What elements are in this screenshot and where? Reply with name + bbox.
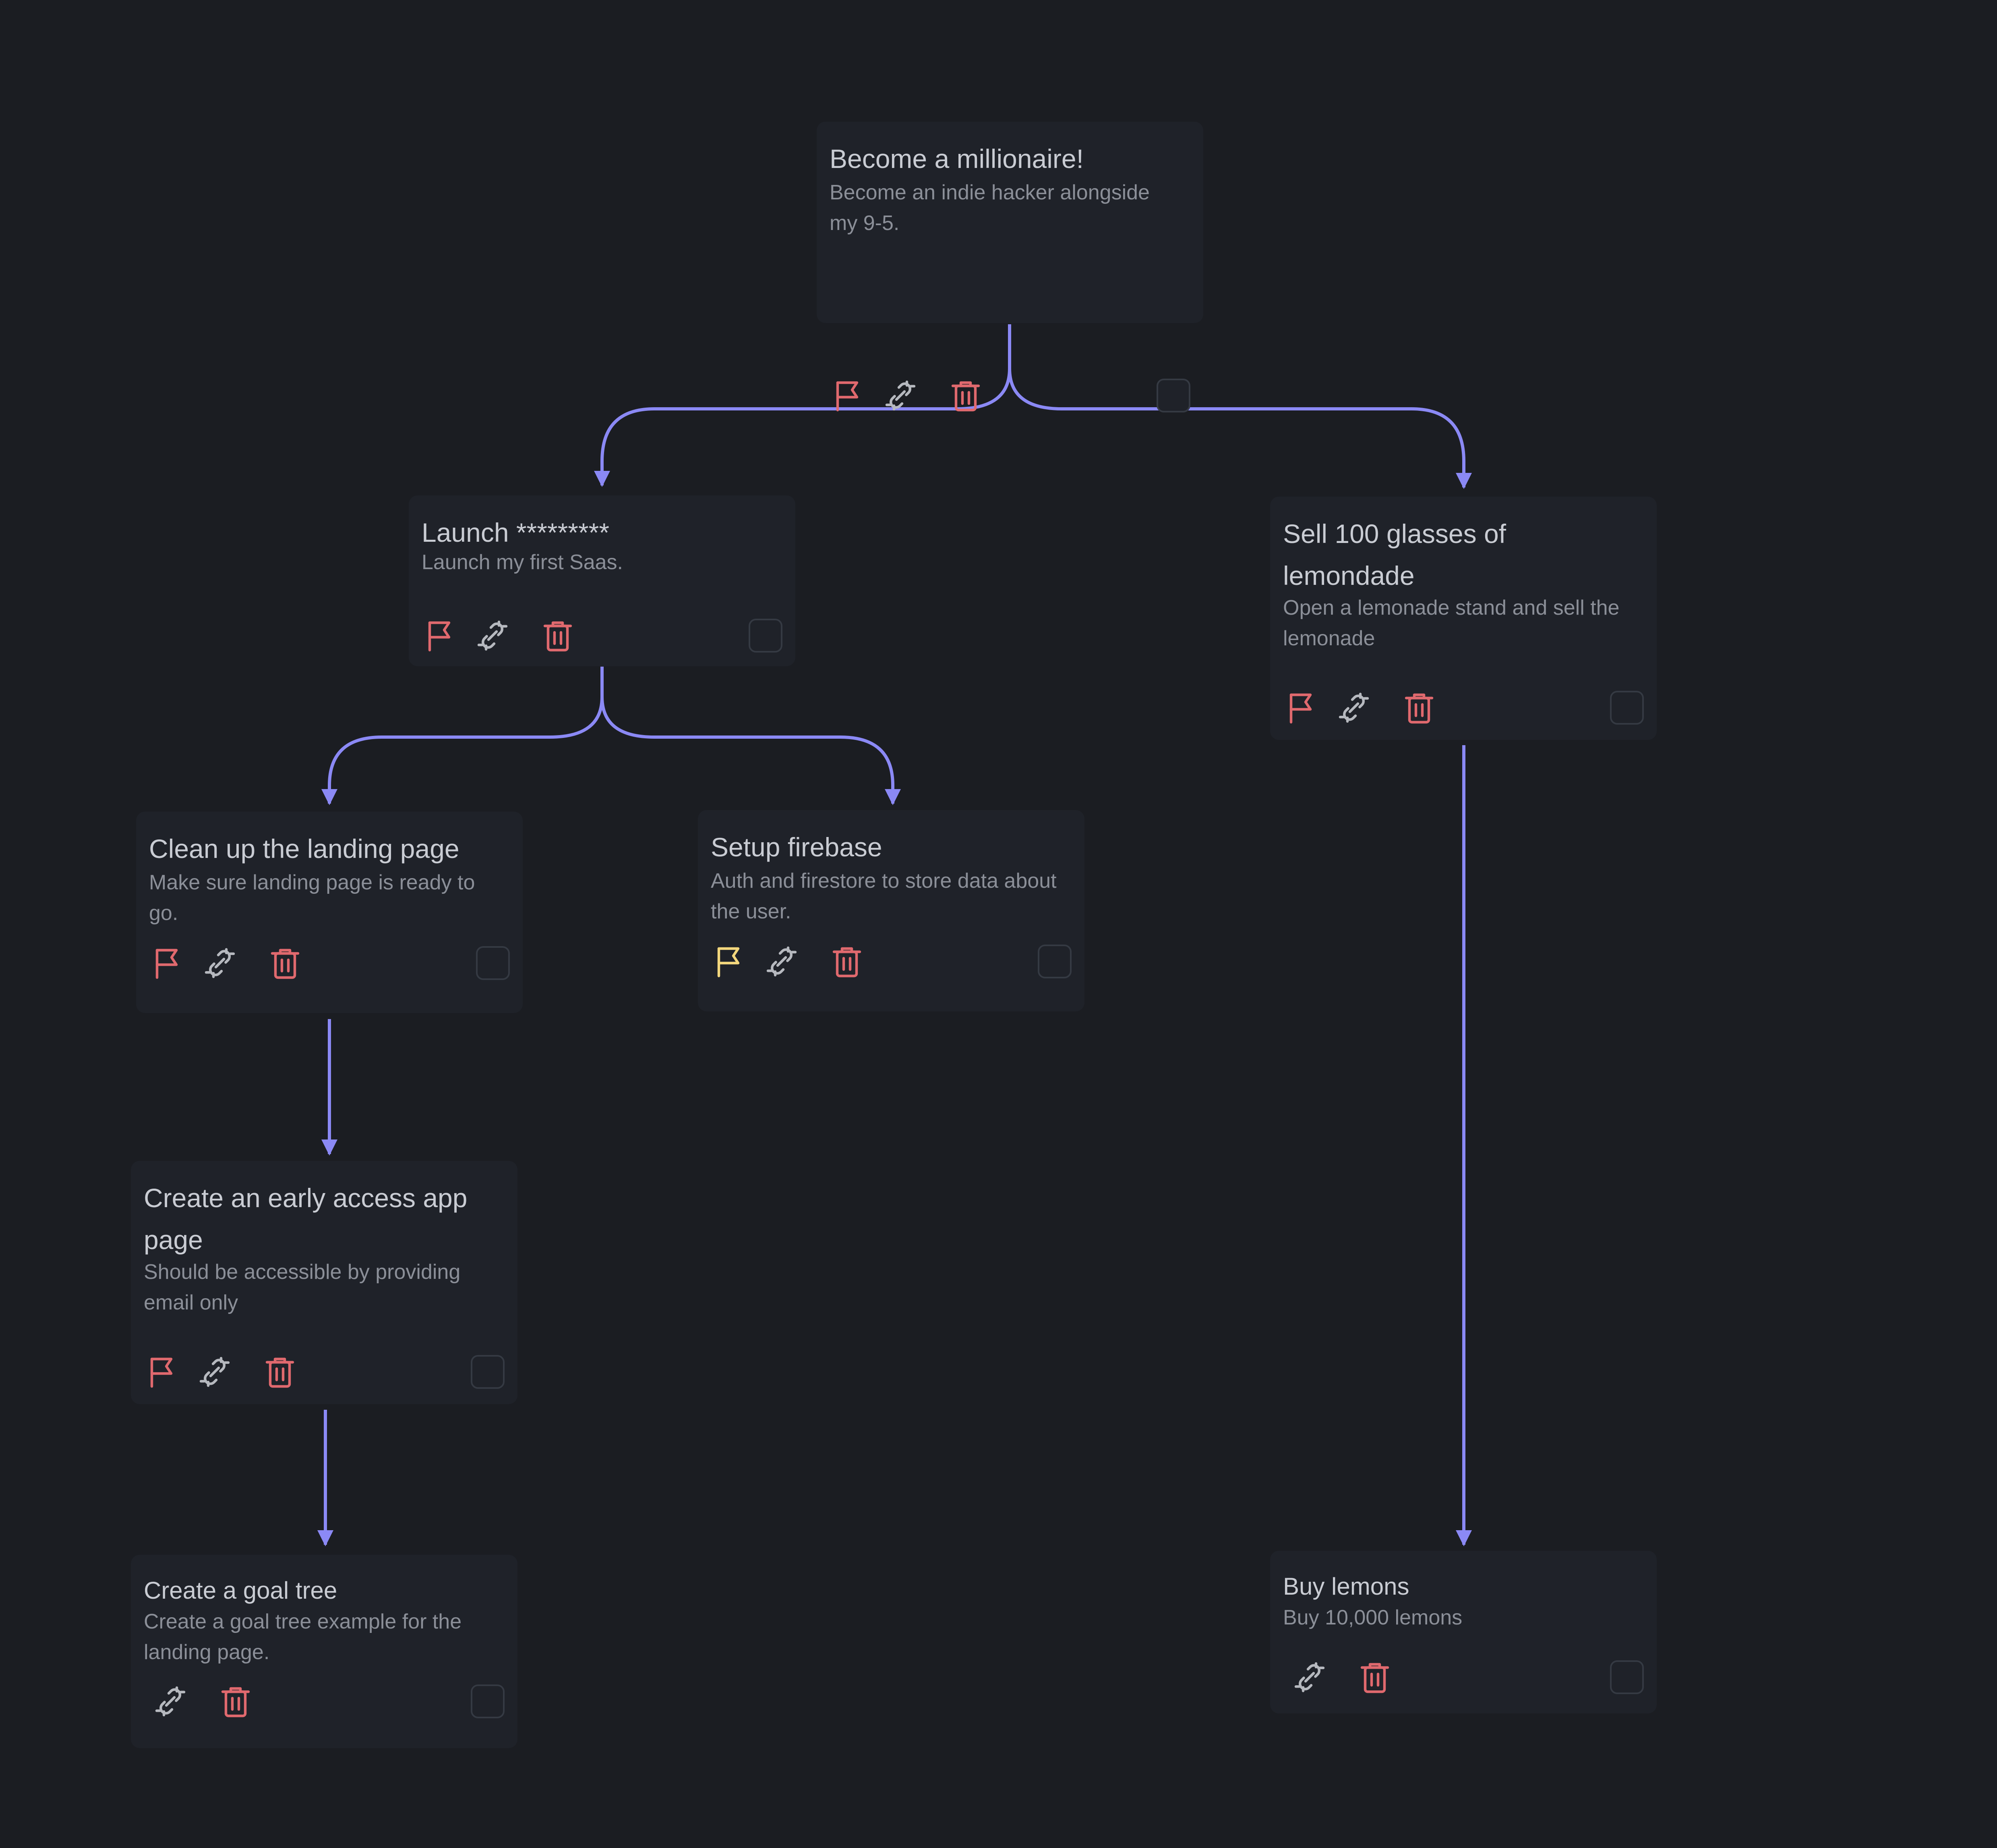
flag-icon[interactable] [422,616,460,655]
goal-title: Setup firebase [711,832,882,862]
goal-actions [711,942,1072,981]
goal-description: Open a lemonade stand and sell the lemon… [1283,596,1620,650]
link-icon[interactable] [151,1682,190,1721]
trash-icon[interactable] [946,376,985,415]
complete-checkbox[interactable] [471,1684,505,1718]
goal-description: Should be accessible by providing email … [144,1260,461,1314]
flag-icon[interactable] [1283,688,1322,727]
goal-description: Create a goal tree example for the landi… [144,1610,462,1664]
goal-title: Create an early access app page [144,1183,468,1255]
edge-millionaire-launch [594,324,1011,487]
complete-checkbox[interactable] [1610,1660,1644,1694]
trash-icon[interactable] [261,1353,299,1391]
trash-icon[interactable] [538,616,577,655]
goal-actions [422,616,782,655]
link-icon[interactable] [201,944,239,982]
edge-millionaire-lemonade [1008,324,1472,489]
trash-icon[interactable] [266,944,304,982]
link-icon[interactable] [473,616,512,655]
flag-icon[interactable] [711,942,749,981]
goal-node-launch[interactable]: Launch ********* Launch my first Saas. [409,495,795,666]
goal-actions [144,1353,505,1391]
link-icon[interactable] [881,376,920,415]
goal-actions [1283,688,1644,727]
goal-description: Make sure landing page is ready to go. [149,871,475,925]
link-icon[interactable] [1290,1658,1329,1697]
goal-title: Launch ********* [422,518,610,547]
link-icon[interactable] [762,942,801,981]
link-icon[interactable] [1335,688,1373,727]
flag-icon[interactable] [830,376,868,415]
edge-launch-firebase [600,667,901,805]
flag-icon[interactable] [149,944,188,982]
goal-description: Buy 10,000 lemons [1283,1606,1463,1629]
goal-description: Launch my first Saas. [422,551,623,574]
goal-title: Clean up the landing page [149,834,459,864]
complete-checkbox[interactable] [1610,691,1644,725]
complete-checkbox[interactable] [1157,379,1190,412]
goal-title: Buy lemons [1283,1573,1409,1600]
flag-icon[interactable] [144,1353,182,1391]
complete-checkbox[interactable] [471,1355,505,1389]
link-icon[interactable] [195,1353,234,1391]
goal-actions [144,1682,505,1721]
trash-icon[interactable] [1355,1658,1394,1697]
goal-actions [830,376,1190,415]
goal-actions [149,944,510,982]
goal-node-millionaire[interactable]: Become a millionaire! Become an indie hac… [817,122,1203,412]
goal-title: Sell 100 glasses of lemondade [1283,519,1507,590]
goal-description: Become an indie hacker alongside my 9-5. [830,181,1150,235]
complete-checkbox[interactable] [476,946,510,980]
trash-icon[interactable] [828,942,866,981]
complete-checkbox[interactable] [1038,945,1072,978]
complete-checkbox[interactable] [749,619,782,653]
trash-icon[interactable] [216,1682,255,1721]
goal-actions [1283,1658,1644,1697]
trash-icon[interactable] [1400,688,1438,727]
goal-title: Become a millionaire! [830,144,1084,174]
goal-description: Auth and firestore to store data about t… [711,869,1057,923]
goal-title: Create a goal tree [144,1577,337,1604]
edge-launch-landing [321,667,604,805]
